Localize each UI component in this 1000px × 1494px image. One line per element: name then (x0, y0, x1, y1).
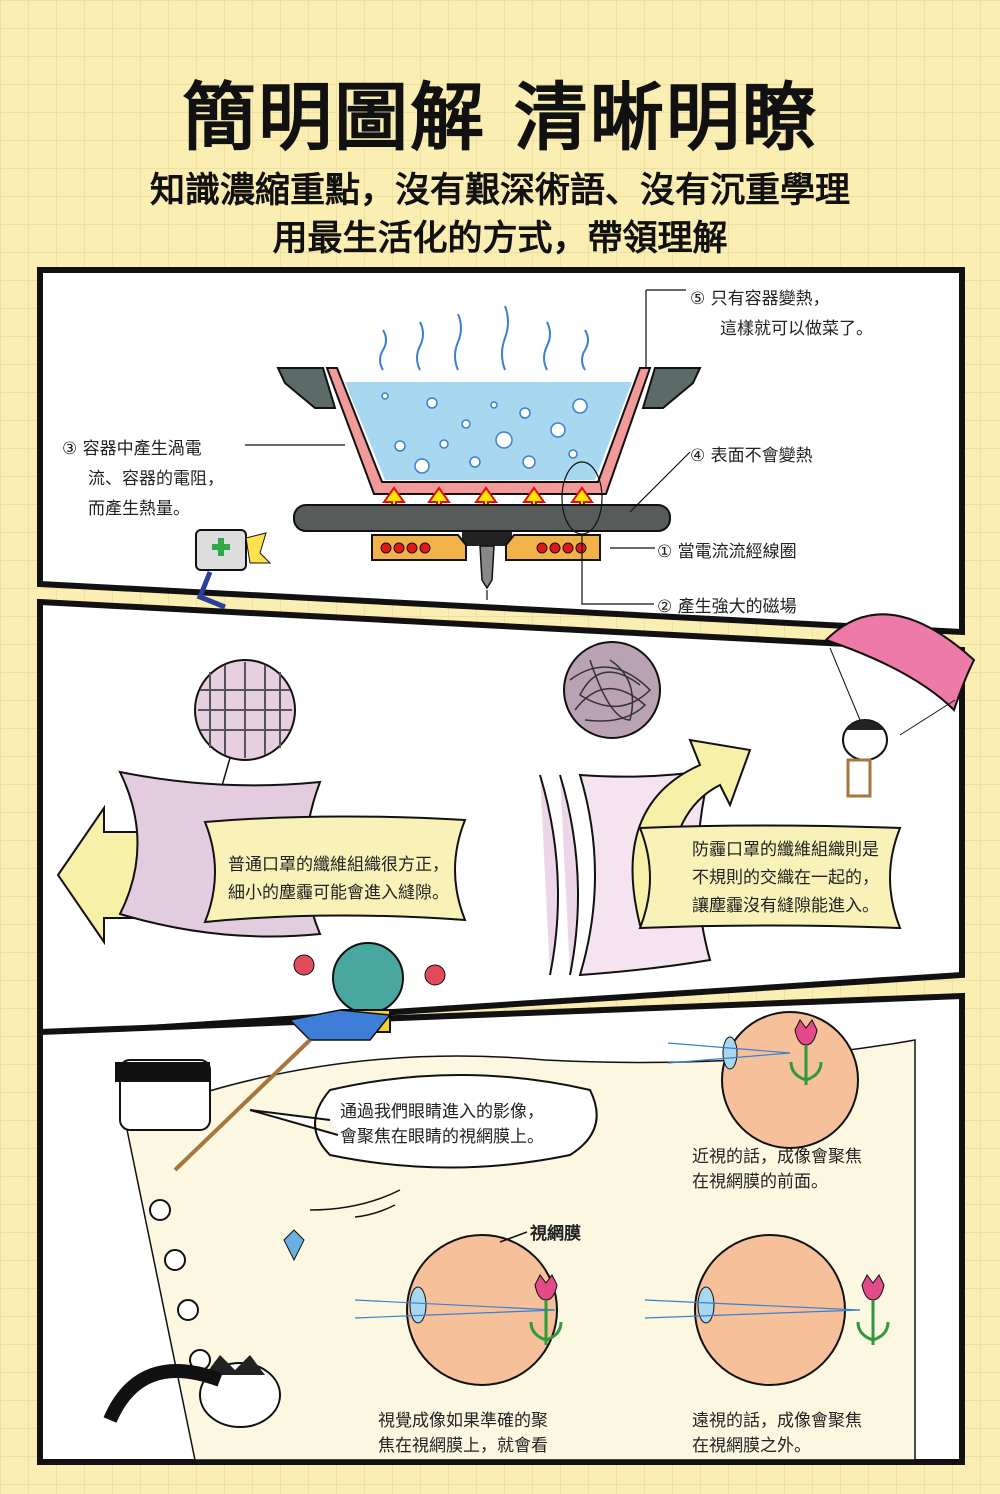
label-step5-line2: 這樣就可以做菜了。 (720, 319, 873, 339)
coil-left (371, 534, 467, 561)
hyperopia-eye (644, 1234, 890, 1386)
label-step3-line2: 流、容器的電阻， (88, 469, 224, 489)
normal-text-line1: 視覺成像如果準確的聚 (378, 1411, 548, 1431)
subtitle-line1: 知識濃縮重點，沒有艱深術語、沒有沉重學理 (149, 171, 850, 211)
hyperopia-text-line1: 遠視的話，成像會聚焦 (692, 1411, 862, 1431)
water (345, 382, 632, 480)
myopia-text-line2: 在視網膜的前面。 (692, 1172, 828, 1192)
subtitle-line2: 用最生活化的方式，帶領理解 (272, 219, 728, 259)
page-title: 簡明圖解 清晰明瞭 (182, 75, 818, 161)
pot (325, 367, 652, 495)
retina-label: 視網膜 (530, 1224, 581, 1244)
label-step4: ④ 表面不會變熱 (690, 446, 813, 466)
first-aid-kit-character (195, 529, 272, 610)
label-step3-line3: 而產生熱量。 (88, 499, 190, 519)
myopia-text-line1: 近視的話，成像會聚焦 (692, 1147, 862, 1167)
speech-bubble (249, 1074, 598, 1169)
anti-haze-text-line1: 防霾口罩的纖維組織則是 (692, 840, 879, 860)
label-step2: ② 產生強大的磁場 (657, 597, 797, 617)
tulip-icon (861, 1274, 885, 1301)
scroll-holes (149, 1199, 211, 1371)
sleeping-cat (103, 1355, 281, 1428)
leader-lines (245, 289, 691, 605)
myopia-eye (667, 1011, 859, 1149)
bubble-line2: 會聚焦在眼睛的視網膜上。 (340, 1127, 544, 1147)
teacher-character (115, 1038, 312, 1172)
cooktop-surface (293, 504, 671, 532)
label-step5-line1: ⑤ 只有容器變熱， (690, 289, 830, 309)
tulip-icon (794, 1019, 818, 1046)
anti-haze-text-line2: 不規則的交織在一起的， (692, 868, 879, 888)
bubble-line1: 通過我們眼睛進入的影像， (340, 1102, 544, 1122)
label-step3-line1: ③ 容器中產生渦電 (62, 439, 202, 459)
tangled-fiber-icon (563, 641, 661, 739)
normal-text-line2: 焦在視網膜上，就會看 (378, 1436, 548, 1456)
steam-icon (379, 305, 589, 371)
parachute-cat (824, 613, 976, 798)
hyperopia-text-line2: 在視網膜之外。 (692, 1436, 811, 1456)
pot-handle-right (641, 367, 702, 409)
normal-mask-text-line2: 細小的塵霾可能會進入縫隙。 (228, 883, 449, 903)
label-step1: ① 當電流流經線圈 (657, 542, 797, 562)
germ-monster (288, 942, 446, 1041)
normal-mask-text-line1: 普通口罩的纖維組織很方正， (228, 855, 449, 875)
grid-fiber-icon (194, 659, 296, 761)
tulip-icon (534, 1274, 558, 1301)
pot-handle-left (276, 367, 337, 409)
normal-eye (354, 1231, 563, 1386)
bubbles (381, 392, 588, 474)
anti-haze-text-line3: 讓塵霾沒有縫隙能進入。 (692, 896, 879, 916)
